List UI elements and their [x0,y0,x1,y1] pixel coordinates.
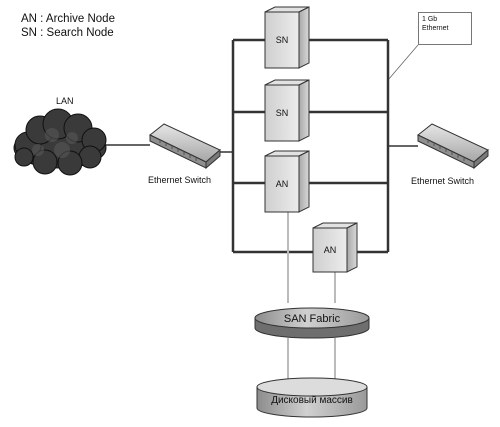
archive-node-1-label: AN [276,179,289,189]
san-fabric-icon: SAN Fabric [254,307,370,339]
disk-array-icon: Дисковый массив [256,377,368,418]
search-node-1-icon: SN [264,6,310,69]
search-node-2-label: SN [276,108,289,118]
nodes-layer: SN SN AN AN [264,6,358,273]
switch-left-label: Ethernet Switch [148,175,212,185]
legend-sn: SN : Search Node [21,27,114,39]
archive-node-2-label: AN [324,245,337,255]
callout-leader-line [387,44,419,81]
ethernet-bus [231,38,390,254]
legend: AN : Archive Node SN : Search Node [21,12,115,40]
callout-line-2: Ethernet [422,25,449,32]
ethernet-switch-right-icon [417,123,489,170]
disk-array-label: Дисковый массив [271,395,353,406]
ethernet-callout: 1 Gb Ethernet [418,12,472,45]
archive-node-2-icon: AN [312,222,358,273]
san-fabric-label: SAN Fabric [284,313,341,325]
search-node-2-icon: SN [264,79,310,142]
archive-node-1-icon: AN [264,150,310,213]
switch-right-label: Ethernet Switch [411,176,475,186]
legend-an: AN : Archive Node [21,13,115,25]
lan-cloud-icon [13,108,107,176]
san-links [287,210,336,382]
ethernet-switch-left-icon [149,123,221,170]
lan-label: LAN [56,96,74,106]
callout-line-1: 1 Gb [422,16,438,23]
search-node-1-label: SN [276,35,289,45]
